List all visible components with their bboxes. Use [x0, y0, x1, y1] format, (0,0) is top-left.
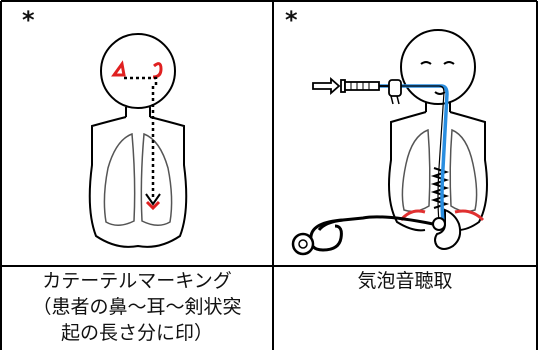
syringe-icon: [313, 79, 391, 93]
caption-line: 気泡音聴取: [274, 268, 536, 294]
connector-icon: [389, 80, 401, 104]
left-lung: [402, 130, 429, 211]
catheter-marking-figure: [0, 0, 273, 266]
caption-catheter-marking: カテーテルマーキング （患者の鼻〜耳〜剣状突 起の長さ分に印）: [2, 268, 272, 346]
diaphragm-right: [455, 211, 483, 220]
head-outline: [101, 34, 175, 108]
stethoscope-icon: [293, 217, 445, 254]
cell-catheter-marking: *: [0, 0, 273, 266]
cell-air-sound: *: [273, 0, 538, 266]
right-lung: [450, 130, 476, 211]
caption-line: カテーテルマーキング: [2, 268, 272, 294]
torso-outline: [90, 117, 187, 247]
air-sound-auscultation-figure: [273, 0, 538, 266]
caption-line: 起の長さ分に印）: [2, 320, 272, 346]
caption-line: （患者の鼻〜耳〜剣状突: [2, 294, 272, 320]
caption-air-sound: 気泡音聴取: [274, 268, 536, 294]
